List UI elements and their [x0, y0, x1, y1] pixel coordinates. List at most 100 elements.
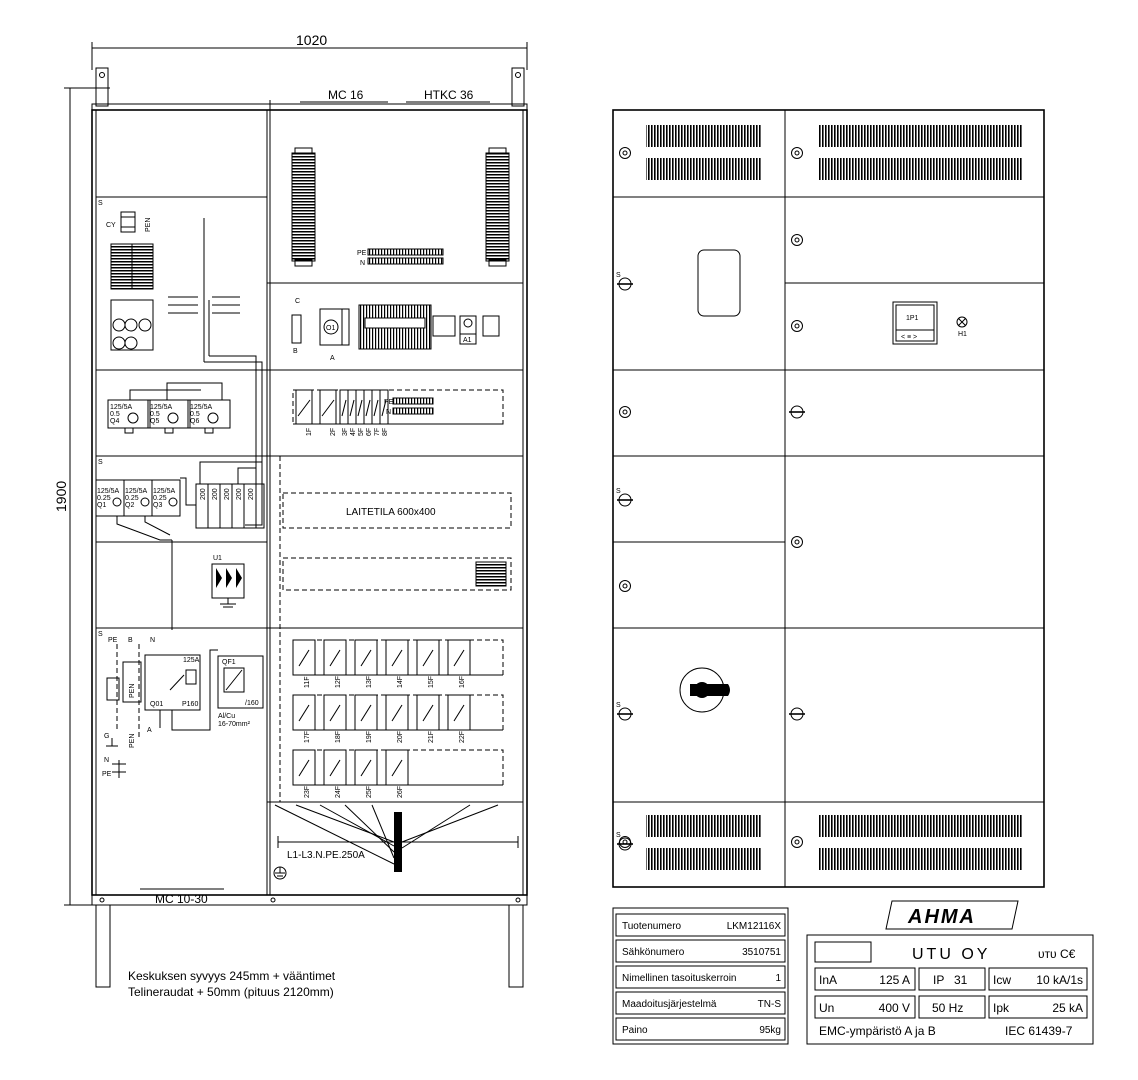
indicator-1p1: 1P1 < ≡ > [892, 301, 938, 345]
s-mark-2: S [98, 459, 103, 466]
cable-duct-right [485, 147, 510, 267]
cy-terminal: CY PEN [106, 211, 152, 233]
fuse-id-q4: Q4 [110, 418, 119, 425]
breaker-16F: 16F [447, 639, 471, 688]
main-switch-handle[interactable] [679, 667, 730, 713]
breaker-label-25F: 25F [366, 786, 373, 798]
breaker-label-24F: 24F [335, 786, 342, 798]
door-lock-icon[interactable] [619, 147, 631, 159]
pe-label: PE [357, 250, 367, 257]
breaker-26F: 26F [385, 749, 409, 798]
div160-label: /160 [245, 700, 259, 707]
info-label-0: Tuotenumero [622, 921, 682, 932]
door-lock-icon[interactable] [791, 536, 803, 548]
breaker-19F: 19F [354, 694, 378, 743]
door-handle-icon[interactable] [789, 405, 805, 419]
np-r1-label-0: InA [819, 973, 837, 987]
door-handle-icon[interactable]: S [616, 702, 633, 721]
b-label: B [293, 348, 298, 355]
a-label-q01: A [147, 727, 152, 734]
b-label-2: B [128, 637, 133, 644]
pe-busbar [394, 812, 402, 872]
width-dimension: 1020 [91, 32, 528, 70]
door-view: S S S S 1P1 < ≡ > H1 [612, 109, 1045, 888]
cable-duct-left [291, 147, 316, 267]
fuse-switches-upper: 125/5A 125/5A 125/5A 0.5 0.5 0.5 Q4 Q5 Q… [107, 382, 231, 434]
breaker-label-12F: 12F [335, 676, 342, 688]
lamp-label: H1 [958, 331, 967, 338]
s-mark-3: S [98, 631, 103, 638]
rating-125a: 125A [183, 657, 200, 664]
breaker-label-2F: 2F [330, 428, 337, 436]
pen-label-top: PEN [145, 218, 152, 232]
brand-logo: AHMA [907, 906, 976, 928]
door-lock-icon[interactable] [791, 234, 803, 246]
pe-label-4: PE [102, 771, 112, 778]
n-label: N [360, 260, 365, 267]
n-label-3: N [150, 637, 155, 644]
pen-label-low: PEN [129, 734, 136, 748]
info-value-0: LKM12116X [727, 921, 782, 932]
np-r2-label-0: Un [819, 1001, 834, 1015]
laitetila-label: LAITETILA 600x400 [346, 507, 436, 518]
np-r1-value-2: 10 kA/1s [1036, 973, 1083, 987]
o1-label: O1 [326, 325, 335, 332]
q01-label: Q01 [150, 701, 163, 708]
vent-bottom-right [818, 815, 1022, 870]
fuse-rating-q1: 125/5A [97, 488, 120, 495]
busbar-label: L1-L3.N.PE.250A [287, 850, 365, 861]
pe-label-2: PE [384, 399, 394, 406]
breaker-11F: 11F [292, 639, 316, 688]
u1-label: U1 [213, 555, 222, 562]
p160-label: P160 [182, 701, 198, 708]
breaker-label-13F: 13F [366, 676, 373, 688]
breaker-label-17F: 17F [304, 731, 311, 743]
breaker-8F: 8F [379, 389, 389, 436]
door-handle-icon[interactable]: S [616, 488, 633, 507]
breaker-label-22F: 22F [459, 731, 466, 743]
s-mark-1: S [98, 200, 103, 207]
door-handle-icon[interactable]: S [616, 272, 633, 291]
breaker-label-18F: 18F [335, 731, 342, 743]
breaker-label-19F: 19F [366, 731, 373, 743]
np-r2-value-2: 25 kA [1052, 1001, 1083, 1015]
width-dimension-label: 1020 [296, 32, 327, 48]
info-label-3: Maadoitusjärjestelmä [622, 999, 717, 1010]
vent-top-left [646, 125, 762, 180]
door-handle-icon[interactable] [789, 707, 805, 721]
terminal-200-5: 200 [248, 488, 255, 500]
door-locks: S S S S [616, 147, 805, 851]
breaker-1F: 1F [295, 389, 313, 436]
breaker-14F: 14F [385, 639, 409, 688]
door-lock-icon[interactable] [791, 147, 803, 159]
info-label-4: Paino [622, 1025, 648, 1036]
breaker-label-26F: 26F [397, 786, 404, 798]
mm2-label: 16-70mm² [218, 721, 251, 728]
breaker-label-6F: 6F [366, 428, 373, 436]
door-lock-icon[interactable] [619, 580, 631, 592]
fuse-size-q5: 0.5 [150, 411, 160, 418]
qf1-breaker: QF1 /160 Al/Cu 16-70mm² [217, 655, 264, 728]
np-r1-label-2: Icw [993, 973, 1011, 987]
door-lock-icon[interactable] [619, 406, 631, 418]
fuse-id-q2: Q2 [125, 502, 134, 509]
breaker-label-8F: 8F [382, 428, 389, 436]
np-emc: EMC-ympäristö A ja B [819, 1024, 936, 1038]
terminal-strip-long [358, 304, 456, 350]
c-label: C [295, 298, 300, 305]
lamp-h1: H1 [956, 316, 968, 338]
door-lock-icon[interactable] [791, 320, 803, 332]
vent-top-right [818, 125, 1022, 180]
breaker-17F: 17F [292, 694, 316, 743]
breaker-label-1F: 1F [306, 428, 313, 436]
np-r2-value-1: 50 Hz [932, 1001, 963, 1015]
fuse-id-q3: Q3 [153, 502, 162, 509]
fuse-id-q5: Q5 [150, 418, 159, 425]
qf1-label: QF1 [222, 659, 236, 666]
breaker-18F: 18F [323, 694, 347, 743]
door-lock-icon[interactable] [791, 836, 803, 848]
fuse-id-q6: Q6 [190, 418, 199, 425]
door-s-mark: S [616, 702, 621, 709]
breaker-label-4F: 4F [350, 428, 357, 436]
door-handle-icon[interactable]: S [616, 832, 633, 851]
